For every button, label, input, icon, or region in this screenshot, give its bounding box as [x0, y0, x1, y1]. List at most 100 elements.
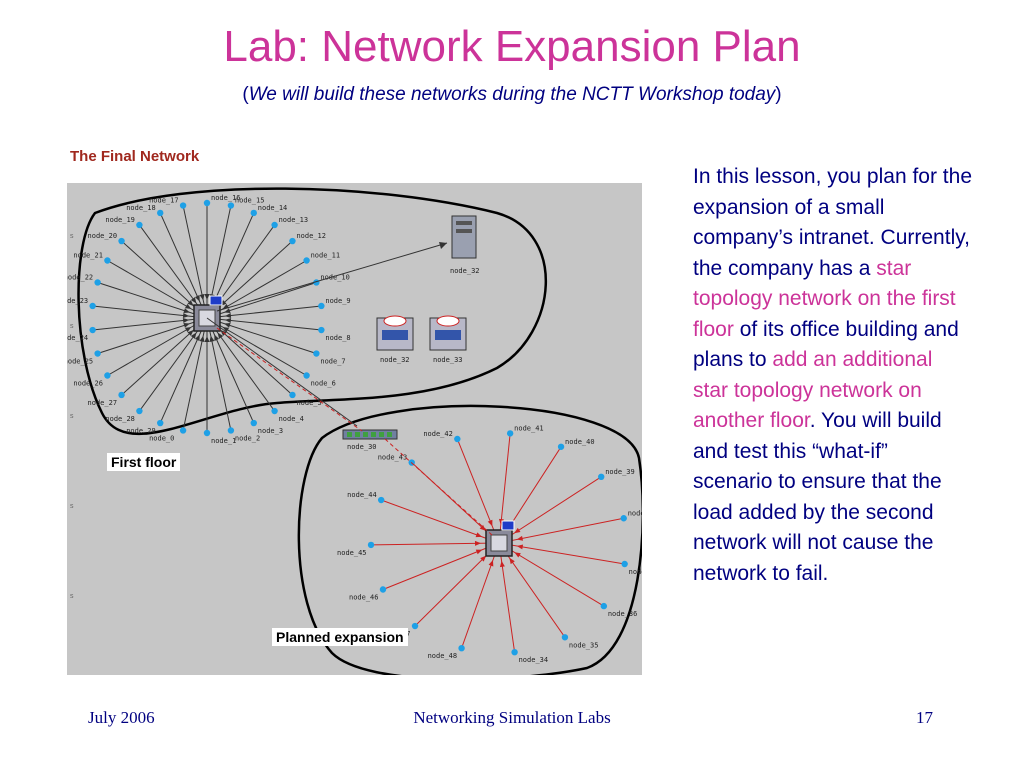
slide-title: Lab: Network Expansion Plan: [223, 22, 801, 71]
arrowhead: [194, 295, 200, 302]
node-node_0: [179, 427, 187, 434]
arrowhead: [516, 535, 524, 541]
label-node_25: node_25: [67, 358, 93, 366]
arrowhead: [516, 544, 524, 550]
node-node_35: [561, 634, 569, 641]
arrowhead: [224, 313, 232, 318]
body-text-1: In this lesson, you plan for the expansi…: [693, 165, 972, 280]
node-node_40: [557, 443, 565, 450]
label-node_40: node_40: [565, 438, 595, 446]
grid-tick: s: [70, 323, 74, 330]
link-node_35: [498, 542, 566, 638]
hub-to-switch-link: [206, 317, 358, 427]
label-node_35: node_35: [569, 641, 599, 649]
arrowhead: [204, 294, 210, 300]
arrowhead: [514, 527, 521, 534]
node-node_27: [118, 391, 125, 399]
label-node_42: node_42: [423, 430, 453, 438]
arrowhead: [183, 323, 190, 328]
node-node_1: [203, 429, 211, 437]
label-node_1: node_1: [211, 437, 236, 445]
label-node_46: node_46: [349, 593, 379, 601]
arrowhead: [199, 335, 205, 342]
node-node_42: [454, 435, 461, 443]
node-node_28: [136, 407, 143, 415]
node-node_47: [411, 622, 419, 630]
node-node_48: [458, 644, 465, 652]
label-node_48: node_48: [428, 652, 458, 660]
switch-label: node_30: [347, 443, 377, 451]
grid-tick: s: [70, 503, 74, 510]
switch-port: [347, 432, 352, 437]
label-node_8: node_8: [325, 334, 350, 342]
node-node_24: [89, 326, 96, 334]
footer-page-number: 17: [916, 708, 933, 727]
application-config-icon: node_33: [429, 315, 467, 364]
label-node_23: node_23: [67, 297, 88, 305]
star1-hub-monitor-icon: [209, 295, 223, 306]
arrowhead: [199, 294, 205, 301]
label-node_3: node_3: [258, 427, 283, 435]
slide-subtitle: (We will build these networks during the…: [242, 84, 782, 105]
arrowhead: [487, 519, 493, 527]
server-icon-slot: [456, 221, 472, 225]
node-node_38: [620, 515, 627, 522]
grid-tick: s: [70, 233, 74, 240]
arrowhead: [475, 549, 483, 555]
switch-port: [355, 432, 360, 437]
label-node_20: node_20: [88, 232, 118, 240]
application-config-icon: node_32: [376, 315, 414, 364]
label-node_16: node_16: [211, 194, 241, 202]
arrowhead: [190, 332, 197, 339]
node-node_36: [600, 602, 608, 610]
node-node_16: [203, 199, 211, 207]
footer-date: July 2006: [88, 708, 155, 727]
node-node_41: [506, 430, 514, 437]
inter-floor-link: [216, 327, 363, 432]
app-config-label: node_33: [433, 356, 463, 364]
node-node_37: [621, 560, 628, 568]
label-node_28: node_28: [105, 415, 135, 423]
label-node_22: node_22: [67, 273, 93, 281]
arrowhead: [509, 557, 515, 565]
node-node_4: [271, 407, 278, 415]
node-node_8: [318, 326, 325, 334]
server-icon-slot: [456, 229, 472, 233]
arrowhead: [194, 334, 200, 341]
node-node_18: [157, 209, 164, 217]
node-node_5: [289, 391, 296, 399]
link-node_3: [206, 317, 255, 424]
body-highlight-1: star topology network on the first floor: [693, 256, 956, 341]
link-node_42: [456, 438, 500, 544]
label-node_27: node_27: [88, 399, 118, 407]
arrowhead: [224, 323, 231, 328]
label-node_29: node_29: [126, 427, 156, 435]
arrowhead: [182, 318, 190, 323]
label-node_37: node_37: [629, 568, 642, 576]
arrowhead: [204, 336, 210, 342]
arrowhead: [184, 327, 192, 333]
label-node_41: node_41: [514, 424, 544, 432]
arrowhead: [498, 518, 504, 526]
node-node_45: [367, 541, 375, 549]
lesson-description: In this lesson, you plan for the expansi…: [693, 162, 973, 589]
app-config-label: node_32: [380, 356, 410, 364]
switch-to-hub-link: [384, 438, 493, 536]
arrowhead: [488, 559, 494, 567]
node-node_3: [250, 419, 257, 427]
arrowhead: [182, 313, 190, 318]
expansion-boundary: [297, 404, 642, 675]
label-node_7: node_7: [320, 358, 345, 366]
node-node_13: [271, 221, 278, 229]
label-node_38: node_38: [628, 509, 642, 517]
arrowhead: [475, 532, 483, 538]
arrowhead: [217, 332, 224, 339]
server-icon: [451, 215, 477, 259]
label-node_45: node_45: [337, 549, 367, 557]
app-config-badge: [383, 315, 407, 327]
node-node_21: [104, 257, 111, 264]
star2-hub: [485, 520, 515, 557]
arrowhead: [222, 327, 230, 333]
server-label: node_32: [450, 267, 480, 275]
